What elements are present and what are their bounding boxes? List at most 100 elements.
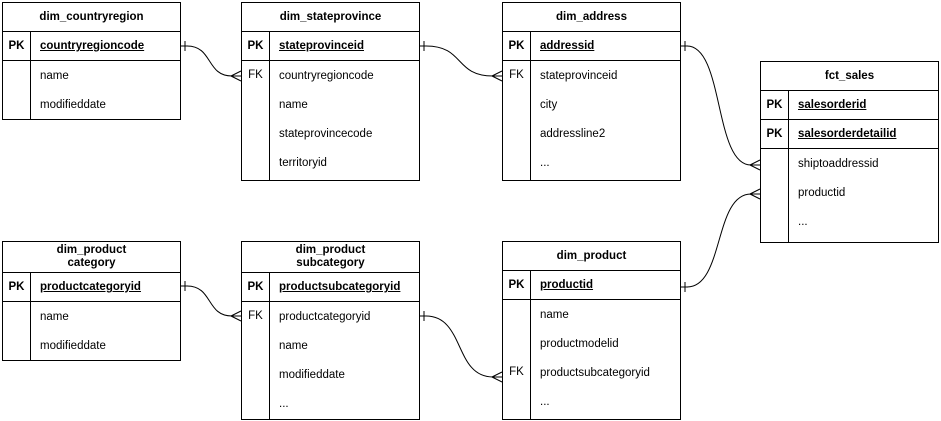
attribute-name: name <box>279 339 308 352</box>
entity-title-line: category <box>67 257 116 269</box>
attribute-row-name[interactable]: name <box>31 61 180 90</box>
relationship-line <box>425 45 494 77</box>
attribute-row-city[interactable]: city <box>531 90 680 119</box>
attribute-name: ... <box>279 397 289 410</box>
cardinality-many-marker <box>491 70 503 82</box>
attribute-name: name <box>540 308 569 321</box>
entity-title: fct_sales <box>761 62 938 91</box>
relationship-rel-address-fctsales[interactable] <box>681 41 761 171</box>
entity-title-line: dim_product <box>556 249 627 262</box>
cardinality-many-marker <box>749 159 761 171</box>
key-badge: PK <box>761 91 789 119</box>
entity-title-line: dim_product <box>56 244 127 256</box>
attribute-row-name[interactable]: name <box>31 302 180 331</box>
attribute-body: name modifieddate <box>3 61 180 119</box>
attribute-body: shiptoaddressid productid... <box>761 149 938 242</box>
attribute-name: city <box>540 98 558 111</box>
entity-title-line: subcategory <box>296 257 365 269</box>
attribute-row-productmodelid[interactable]: productmodelid <box>531 329 680 358</box>
attribute-row-name[interactable]: name <box>270 331 419 360</box>
attribute-row-productsubcategoryid[interactable]: productsubcategoryid <box>531 358 680 387</box>
relationship-rel-stateprovince-address[interactable] <box>420 41 503 82</box>
attribute-name: ... <box>540 395 550 408</box>
attribute-name: addressline2 <box>540 127 606 140</box>
attribute-name: addressid <box>540 40 595 52</box>
key-gutter <box>761 149 789 242</box>
relationship-line <box>686 45 752 166</box>
attribute-row-stateprovinceid[interactable]: stateprovinceid <box>531 61 680 90</box>
key-badge: FK <box>509 69 524 81</box>
attribute-body: FK stateprovinceid city addressline2... <box>503 61 680 180</box>
attribute-name: stateprovinceid <box>540 69 618 82</box>
relationship-rel-countryregion-stateprovince[interactable] <box>181 41 242 82</box>
entity-title-line: fct_sales <box>824 69 875 82</box>
entity-title: dim_countryregion <box>3 3 180 32</box>
cardinality-many-marker <box>230 310 242 322</box>
attribute-row-countryregioncode[interactable]: countryregioncode <box>270 61 419 90</box>
attribute-row-productid[interactable]: productid <box>789 178 938 207</box>
entity-title-line: dim_countryregion <box>39 10 144 23</box>
key-badge: PK <box>242 273 270 301</box>
entity-title-line: dim_stateprovince <box>279 10 382 23</box>
attribute-name: name <box>279 98 308 111</box>
key-gutter <box>3 302 31 360</box>
attribute-row-territoryid[interactable]: territoryid <box>270 148 419 177</box>
attribute-name: ... <box>540 156 550 169</box>
attribute-row-modifieddate[interactable]: modifieddate <box>270 360 419 389</box>
relationship-rel-product-fctsales[interactable] <box>681 188 761 292</box>
attribute-row-more[interactable]: ... <box>270 389 419 418</box>
attribute-row-more[interactable]: ... <box>531 148 680 177</box>
attribute-row-name[interactable]: name <box>270 90 419 119</box>
attribute-row-stateprovinceid[interactable]: PK stateprovinceid <box>242 32 419 61</box>
attribute-row-name[interactable]: name <box>531 300 680 329</box>
key-badge: FK <box>248 310 263 322</box>
entity-title: dim_stateprovince <box>242 3 419 32</box>
attribute-row-stateprovincecode[interactable]: stateprovincecode <box>270 119 419 148</box>
attribute-row-more[interactable]: ... <box>531 387 680 416</box>
attribute-name: name <box>40 69 69 82</box>
cardinality-many-marker <box>230 70 242 82</box>
attribute-name: ... <box>798 215 808 228</box>
key-badge: PK <box>3 273 31 301</box>
attribute-row-modifieddate[interactable]: modifieddate <box>31 90 180 119</box>
attribute-name: productcategoryid <box>279 310 371 323</box>
attribute-name: shiptoaddressid <box>798 157 879 170</box>
attribute-row-more[interactable]: ... <box>789 207 938 236</box>
attribute-rows: name productmodelid productsubcategoryid..… <box>531 300 680 419</box>
key-badge: PK <box>242 32 270 60</box>
attribute-name: stateprovinceid <box>279 40 364 52</box>
entity-title: dim_product <box>503 242 680 271</box>
key-badge: PK <box>3 32 31 60</box>
attribute-row-modifieddate[interactable]: modifieddate <box>31 331 180 360</box>
attribute-row-shiptoaddressid[interactable]: shiptoaddressid <box>789 149 938 178</box>
attribute-row-productcategoryid[interactable]: productcategoryid <box>270 302 419 331</box>
attribute-row-addressline2[interactable]: addressline2 <box>531 119 680 148</box>
attribute-name: productmodelid <box>540 337 619 350</box>
attribute-row-productcategoryid[interactable]: PK productcategoryid <box>3 273 180 302</box>
attribute-rows: stateprovinceid city addressline2... <box>531 61 680 180</box>
relationship-rel-productcategory-subcategory[interactable] <box>181 281 242 322</box>
relationship-rel-subcategory-product[interactable] <box>420 311 503 383</box>
cardinality-many-marker <box>749 188 761 200</box>
attribute-name: productcategoryid <box>40 281 141 293</box>
attribute-name: modifieddate <box>279 368 345 381</box>
attribute-name: stateprovincecode <box>279 127 373 140</box>
